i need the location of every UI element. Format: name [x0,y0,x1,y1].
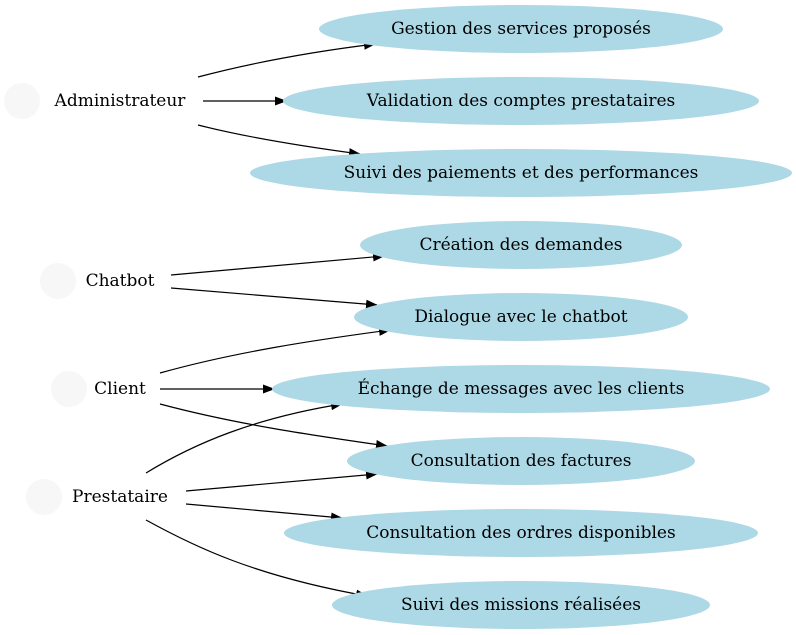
usecase-gestion-services: Gestion des services proposés [319,5,723,53]
use-cases: Gestion des services proposés Validation… [250,5,792,629]
usecase-suivi-missions-label: Suivi des missions réalisées [401,595,641,615]
usecase-suivi-paiements-label: Suivi des paiements et des performances [344,163,699,183]
actor-client: Client [51,371,146,407]
usecase-consultation-factures-shape [347,437,695,485]
usecase-validation-comptes-shape [283,77,759,125]
usecase-echange-messages-shape [272,365,770,413]
usecase-echange-messages: Échange de messages avec les clients [272,365,770,413]
usecase-dialogue-chatbot-label: Dialogue avec le chatbot [414,307,627,327]
edge-prestataire-echange-messages [145,401,343,474]
usecase-dialogue-chatbot-shape [354,293,688,341]
actor-client-shape [51,371,87,407]
edge-administrateur-gestion-services [197,40,376,78]
actor-client-label: Client [94,379,146,399]
actor-administrateur: Administrateur [4,83,186,119]
usecase-validation-comptes: Validation des comptes prestataires [283,77,759,125]
usecase-creation-demandes-shape [360,221,682,269]
usecase-creation-demandes: Création des demandes [360,221,682,269]
usecase-suivi-missions-shape [332,581,710,629]
edge-client-consultation-factures [159,403,388,449]
edge-prestataire-suivi-missions [145,519,368,599]
edge-client-dialogue-chatbot [159,326,391,374]
usecase-echange-messages-label: Échange de messages avec les clients [358,378,685,399]
usecase-dialogue-chatbot: Dialogue avec le chatbot [354,293,688,341]
usecase-consultation-ordres-label: Consultation des ordres disponibles [366,523,675,543]
actor-administrateur-shape [4,83,40,119]
edge-administrateur-suivi-paiements [197,124,361,158]
actor-chatbot: Chatbot [40,263,155,299]
edge-prestataire-consultation-factures [185,470,378,492]
usecase-consultation-factures: Consultation des factures [347,437,695,485]
usecase-consultation-ordres-shape [284,509,758,557]
usecase-gestion-services-label: Gestion des services proposés [391,19,651,39]
actor-prestataire: Prestataire [26,479,168,515]
edge-chatbot-creation-demandes [170,252,385,276]
usecase-creation-demandes-label: Création des demandes [419,235,622,255]
actors: Administrateur Chatbot Client Prestatair… [4,83,186,515]
usecase-suivi-paiements: Suivi des paiements et des performances [250,149,792,197]
actor-administrateur-label: Administrateur [54,91,187,111]
edges [145,40,391,599]
actor-chatbot-label: Chatbot [86,271,155,291]
usecase-consultation-ordres: Consultation des ordres disponibles [284,509,758,557]
usecase-suivi-paiements-shape [250,149,792,197]
actor-prestataire-label: Prestataire [72,487,168,507]
usecase-consultation-factures-label: Consultation des factures [411,451,632,471]
usecase-validation-comptes-label: Validation des comptes prestataires [366,91,676,111]
usecase-suivi-missions: Suivi des missions réalisées [332,581,710,629]
actor-prestataire-shape [26,479,62,515]
actor-chatbot-shape [40,263,76,299]
edge-chatbot-dialogue-chatbot [170,287,378,309]
edge-prestataire-consultation-ordres [185,503,343,522]
usecase-gestion-services-shape [319,5,723,53]
